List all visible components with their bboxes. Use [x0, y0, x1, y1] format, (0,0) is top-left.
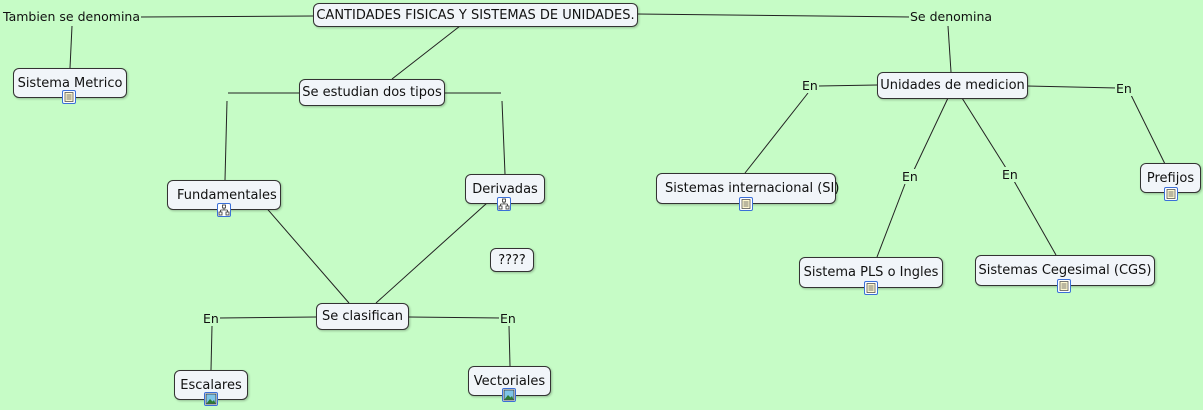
hierarchy-icon[interactable] — [217, 203, 231, 217]
link-label-en-prefijos: En — [1115, 81, 1133, 96]
vectoriales-node[interactable]: Vectoriales — [468, 366, 551, 396]
se-estudian-label: Se estudian dos tipos — [302, 85, 442, 100]
question-label: ???? — [498, 252, 526, 268]
link-label-tambien-se-denomina: Tambien se denomina — [2, 9, 141, 24]
link-label-en-si: En — [801, 78, 819, 93]
sistema-pls-label: Sistema PLS o Ingles — [803, 265, 939, 280]
sistema-internacional-label: Sistemas internacional (SI) — [665, 181, 840, 196]
image-icon[interactable] — [502, 388, 516, 402]
document-icon[interactable] — [1057, 279, 1071, 293]
hierarchy-icon[interactable] — [497, 197, 511, 211]
document-icon[interactable] — [864, 281, 878, 295]
se-clasifican-label: Se clasifican — [321, 309, 404, 324]
document-icon[interactable] — [62, 90, 76, 104]
unidades-medicion-label: Unidades de medicion — [880, 78, 1025, 93]
document-icon[interactable] — [1164, 187, 1178, 201]
link-label-en-escalares: En — [202, 311, 220, 326]
sistema-cgs-label: Sistemas Cegesimal (CGS) — [978, 263, 1152, 278]
link-label-se-denomina: Se denomina — [909, 9, 994, 24]
se-estudian-node[interactable]: Se estudian dos tipos — [299, 79, 445, 106]
question-node[interactable]: ???? — [490, 248, 534, 272]
prefijos-node[interactable]: Prefijos — [1140, 163, 1201, 193]
link-label-en-pls: En — [901, 169, 919, 184]
escalares-label: Escalares — [180, 377, 242, 393]
vectoriales-label: Vectoriales — [473, 373, 546, 389]
root-concept[interactable]: CANTIDADES FISICAS Y SISTEMAS DE UNIDADE… — [313, 3, 638, 27]
link-label-en-cgs: En — [1001, 167, 1019, 182]
sistema-pls-node[interactable]: Sistema PLS o Ingles — [799, 257, 943, 288]
root-concept-label: CANTIDADES FISICAS Y SISTEMAS DE UNIDADE… — [316, 7, 635, 23]
derivadas-label: Derivadas — [472, 181, 538, 197]
image-icon[interactable] — [204, 392, 218, 406]
fundamentales-label: Fundamentales — [177, 187, 277, 203]
sistema-metrico-label: Sistema Metrico — [17, 75, 123, 91]
unidades-medicion-node[interactable]: Unidades de medicion — [877, 72, 1028, 99]
prefijos-label: Prefijos — [1146, 170, 1195, 186]
link-label-en-vectoriales: En — [499, 311, 517, 326]
document-icon[interactable] — [739, 197, 753, 211]
se-clasifican-node[interactable]: Se clasifican — [316, 303, 409, 330]
